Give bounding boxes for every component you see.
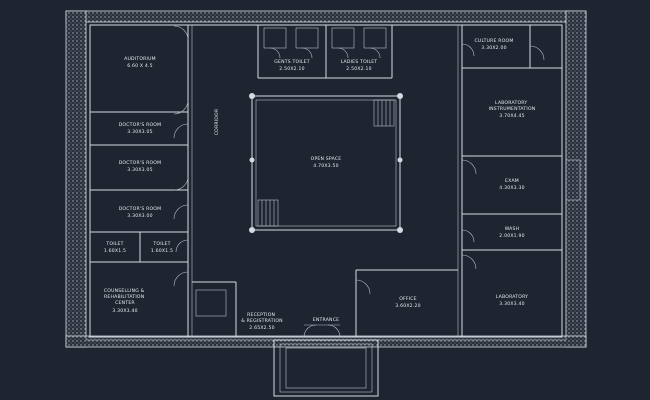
- ladies-toilet-size: 2.50X2.10: [346, 66, 371, 72]
- open-space-size: 4.70X3.50: [313, 163, 338, 169]
- doctor-room-1-size: 3.30X3.05: [127, 129, 152, 135]
- top-toilets: [257, 25, 393, 79]
- reception-size: 2.65X2.50: [249, 325, 274, 331]
- entrance-porch: [273, 339, 379, 397]
- right-rooms: [457, 25, 581, 337]
- ladies-toilet-name: LADIES TOILET: [341, 59, 378, 65]
- toilet-left-1-name: TOILET: [105, 241, 123, 247]
- counselling-size: 3.30X3.40: [112, 308, 137, 314]
- open-space: [249, 93, 403, 233]
- doctor-room-3-size: 3.30X3.00: [127, 213, 152, 219]
- counselling-name: COUNSELLING & REHABILITATION CENTER: [104, 288, 146, 306]
- culture-room-size: 3.30X2.00: [481, 45, 506, 51]
- exam-name: EXAM: [505, 178, 519, 184]
- entrance-label: ENTRANCE: [313, 317, 339, 323]
- doctor-room-1-name: DOCTOR'S ROOM: [119, 122, 162, 128]
- wash-name: WASH: [505, 226, 520, 232]
- toilet-left-2-name: TOILET: [152, 241, 170, 247]
- open-space-name: OPEN SPACE: [311, 156, 342, 162]
- left-rooms: [90, 25, 193, 337]
- laboratory-1-size: 3.70X4.45: [499, 113, 524, 119]
- bottom-rooms: [192, 269, 458, 338]
- laboratory-2-name: LABORATORY: [496, 294, 528, 300]
- reception-name: RECEPTION & REGISTRATION: [241, 312, 283, 324]
- exam-size: 4.30X3.30: [499, 185, 524, 191]
- toilet-left-1-size: 1.60X1.5: [104, 248, 126, 254]
- laboratory-2-size: 3.30X3.40: [499, 301, 524, 307]
- auditorium-size: 6.60 X 4.5: [127, 63, 153, 69]
- laboratory-1-name: LABORATORY INSTRUMENTATION: [489, 100, 536, 112]
- office-name: OFFICE: [399, 296, 417, 302]
- doctor-room-3-name: DOCTOR'S ROOM: [119, 206, 162, 212]
- auditorium-name: AUDITORIUM: [124, 56, 156, 62]
- gents-toilet-name: GENTS TOILET: [274, 59, 310, 65]
- doctor-room-2-name: DOCTOR'S ROOM: [119, 160, 162, 166]
- office-size: 3.60X2.20: [395, 303, 420, 309]
- room-labels: AUDITORIUM 6.60 X 4.5 DOCTOR'S ROOM 3.30…: [104, 38, 536, 331]
- wash-size: 2.00X1.90: [499, 233, 524, 239]
- corridor-label: CORRIDOR: [214, 108, 220, 135]
- toilet-left-2-size: 1.60X1.5: [151, 248, 173, 254]
- gents-toilet-size: 2.50X2.10: [279, 66, 304, 72]
- culture-room-name: CULTURE ROOM: [474, 38, 513, 44]
- doctor-room-2-size: 3.30X3.05: [127, 167, 152, 173]
